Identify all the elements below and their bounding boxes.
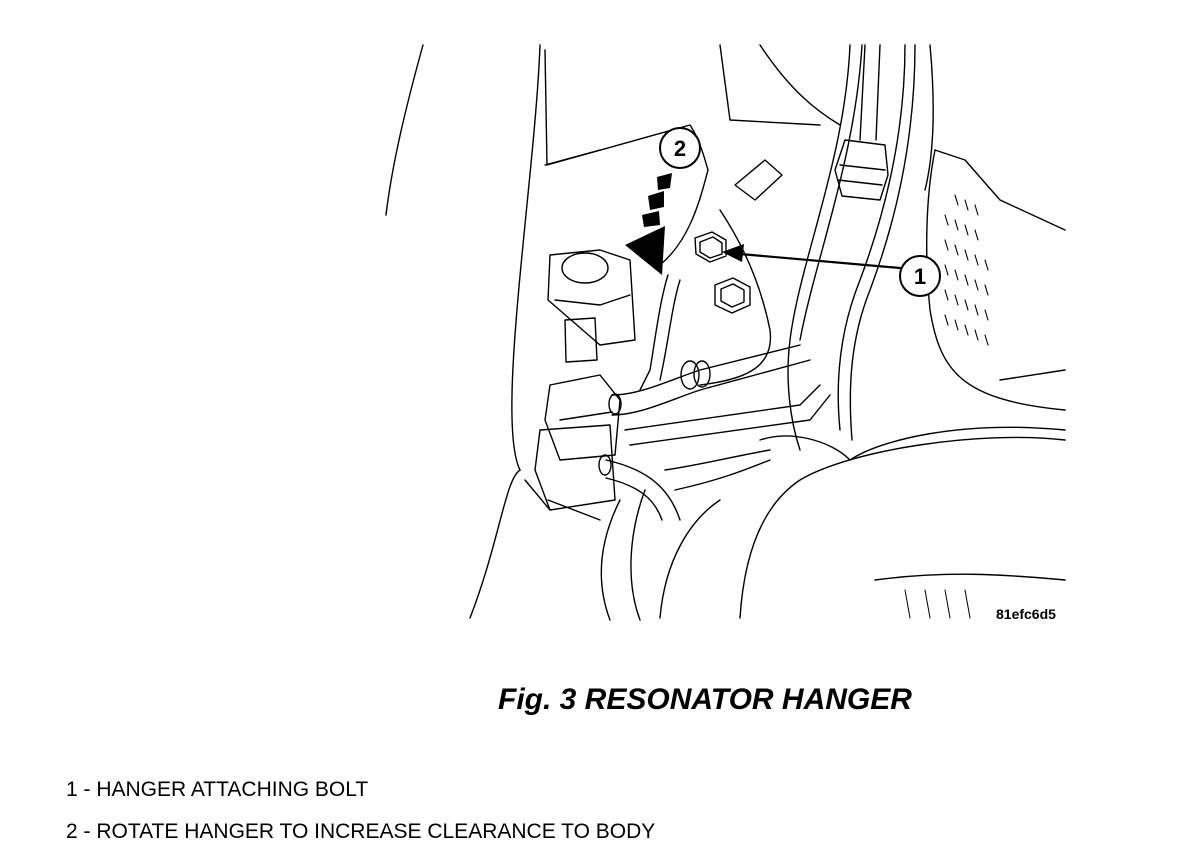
hanger-bracket — [639, 159, 783, 391]
legend-item-2: 2 - ROTATE HANGER TO INCREASE CLEARANCE … — [66, 820, 656, 843]
callout-1-leader — [722, 244, 902, 270]
louver-pattern — [944, 194, 989, 346]
figure-id-label: 81efc6d5 — [996, 606, 1056, 622]
callout-2-marker: 2 — [659, 127, 701, 169]
resonator-hanger-illustration: 1 2 — [380, 40, 1080, 630]
resonator-shell — [759, 426, 1066, 461]
exhaust-tubes — [598, 344, 831, 621]
callout-1-number: 1 — [914, 264, 926, 289]
clamp-assembly — [524, 249, 636, 521]
callout-1-marker: 1 — [899, 255, 941, 297]
hanger-attaching-bolt — [694, 231, 751, 314]
tunnel-outline — [511, 44, 541, 471]
body-panel-right — [934, 149, 1066, 231]
figure-caption: Fig. 3 RESONATOR HANGER — [498, 683, 912, 716]
brake-line-fitting — [834, 44, 889, 201]
body-panel-outline — [385, 44, 424, 216]
callout-2-number: 2 — [674, 136, 686, 161]
legend-item-1: 1 - HANGER ATTACHING BOLT — [66, 778, 369, 801]
rotation-arrow — [625, 173, 672, 275]
frame-rail — [787, 44, 851, 451]
